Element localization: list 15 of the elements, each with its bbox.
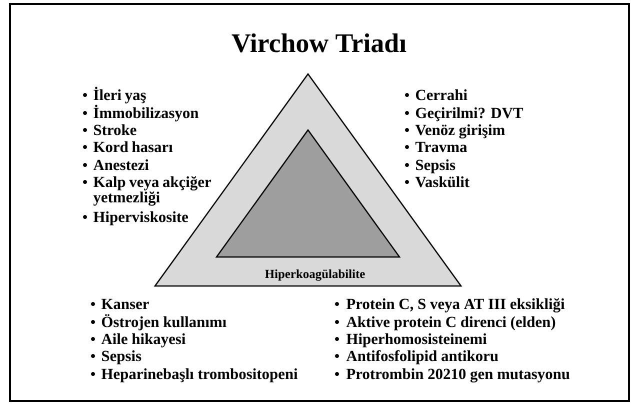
title: Virchow Triadı [232,33,406,52]
list-item: Aktive protein C direnci (elden) [346,316,556,330]
list-item: Sepsis [102,350,142,364]
list-item: Protrombin 20210 gen mutasyonu [346,368,570,382]
list-item: Protein C, S veya AT III eksikliği [346,298,565,312]
list-item: İleri yaş [94,86,146,104]
list-item: Stroke [94,124,136,136]
list-item: Heparinebaşlı trombositopeni [101,368,298,382]
list-item: Anestezi [93,159,149,170]
list-item: Antifosfolipid antikoru [346,350,498,364]
list-item: Sepsis [416,159,456,174]
list-item: Kanser [101,298,149,310]
list-item: Aile hikayesi [101,333,186,348]
list-item: Östrojen kullanımı [102,314,226,330]
list-item: Hiperhomosisteinemi [346,333,487,348]
